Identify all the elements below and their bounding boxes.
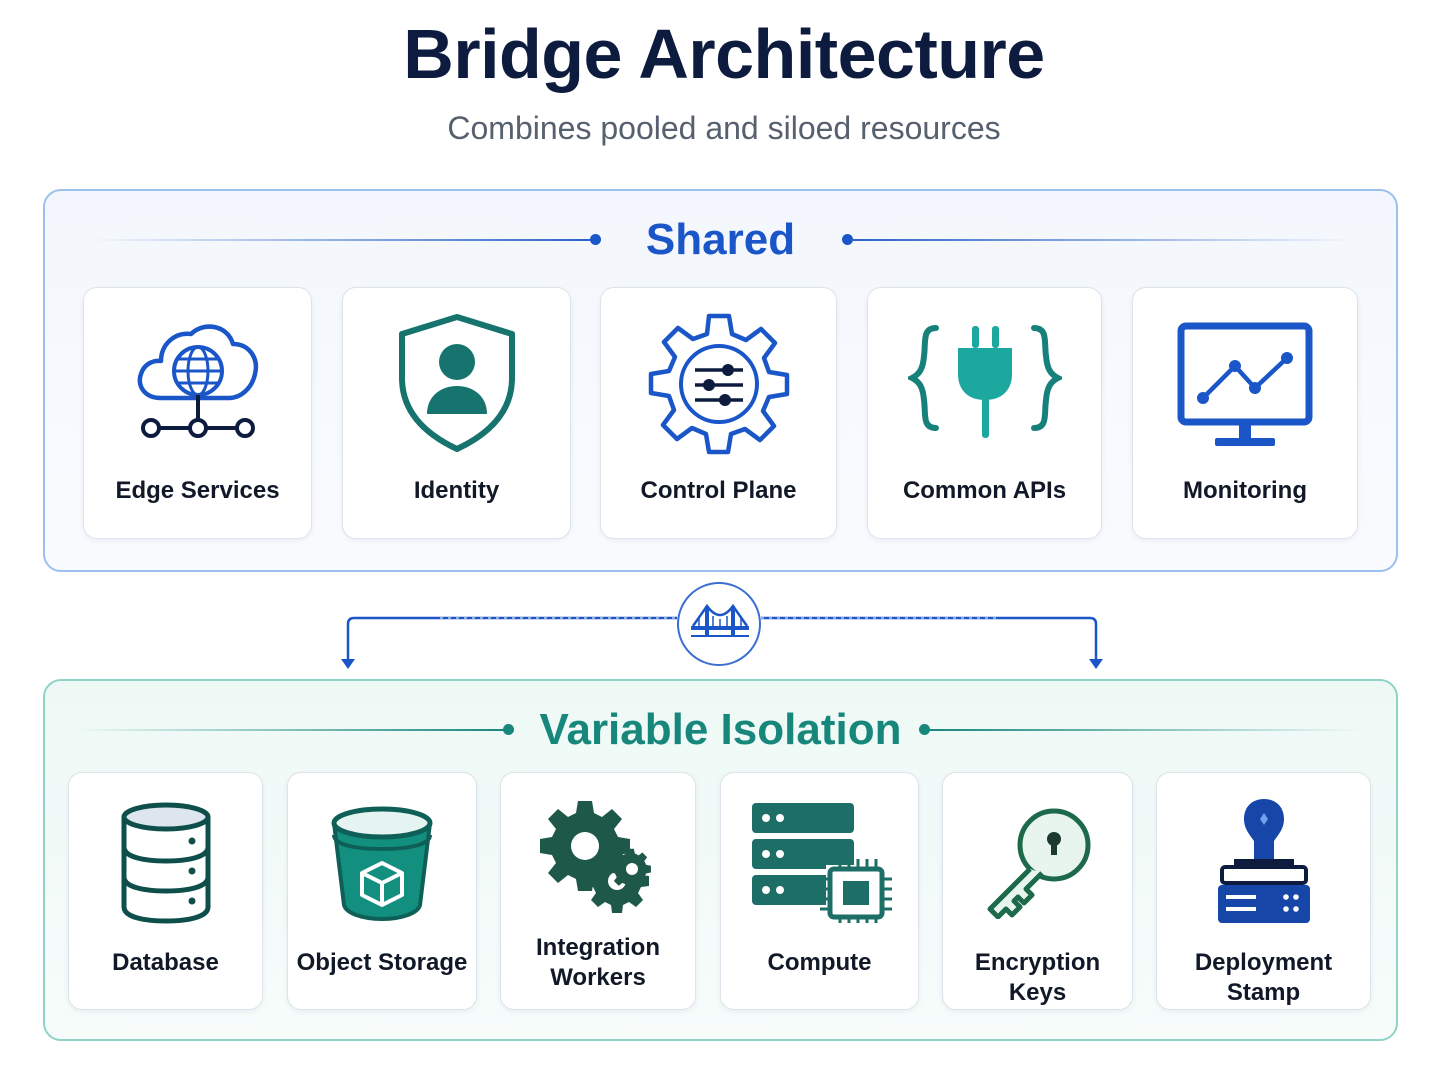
shared-heading: Shared <box>645 215 796 264</box>
card-object-storage[interactable]: Object Storage <box>287 772 477 1010</box>
isolation-heading: Variable Isolation <box>539 705 902 754</box>
card-database[interactable]: Database <box>68 772 263 1010</box>
card-label-line: Integration <box>536 934 660 961</box>
divider-line <box>89 239 594 241</box>
page-title: Bridge Architecture <box>403 15 1045 93</box>
gears-icon <box>538 799 658 922</box>
card-monitoring[interactable]: Monitoring <box>1132 287 1358 539</box>
card-encryption-keys[interactable]: Encryption Keys <box>942 772 1133 1010</box>
card-deployment-stamp[interactable]: Deployment Stamp <box>1156 772 1371 1010</box>
card-label: Control Plane <box>640 477 797 504</box>
card-label: Common APIs <box>902 477 1067 504</box>
storage-bucket-icon <box>326 801 438 926</box>
card-label-line: Workers <box>550 964 646 991</box>
card-edge-services[interactable]: Edge Services <box>83 287 312 539</box>
card-label: Encryption Keys <box>974 949 1101 1006</box>
card-common-apis[interactable]: Common APIs <box>867 287 1102 539</box>
server-chip-icon <box>748 801 892 928</box>
page-subtitle: Combines pooled and siloed resources <box>447 110 1001 146</box>
divider-dot <box>919 724 930 735</box>
card-label: Monitoring <box>1183 477 1307 504</box>
key-icon <box>982 805 1094 924</box>
card-compute[interactable]: Compute <box>720 772 919 1010</box>
card-label: Object Storage <box>296 949 468 976</box>
database-icon <box>118 801 214 930</box>
card-label: Identity <box>413 477 500 504</box>
card-label: Compute <box>767 949 872 976</box>
bridge-icon <box>691 602 749 651</box>
card-integration-workers[interactable]: Integration Workers <box>500 772 696 1010</box>
monitor-chart-icon <box>1175 322 1315 457</box>
divider-dot <box>842 234 853 245</box>
api-plug-icon <box>904 322 1065 449</box>
divider-line <box>928 729 1360 731</box>
card-label: Integration Workers <box>501 933 695 993</box>
card-identity[interactable]: Identity <box>342 287 571 539</box>
card-control-plane[interactable]: Control Plane <box>600 287 837 539</box>
gear-sliders-icon <box>645 310 793 463</box>
divider-dot <box>590 234 601 245</box>
shield-user-icon <box>395 312 519 459</box>
card-label: Edge Services <box>115 477 280 504</box>
bridge-badge <box>677 582 761 666</box>
cloud-network-icon <box>133 314 263 447</box>
divider-line <box>851 239 1356 241</box>
card-label: Deployment Stamp <box>1194 949 1333 1006</box>
card-label: Database <box>112 949 219 976</box>
divider-dot <box>503 724 514 735</box>
stamp-icon <box>1214 795 1314 932</box>
divider-line <box>75 729 507 731</box>
